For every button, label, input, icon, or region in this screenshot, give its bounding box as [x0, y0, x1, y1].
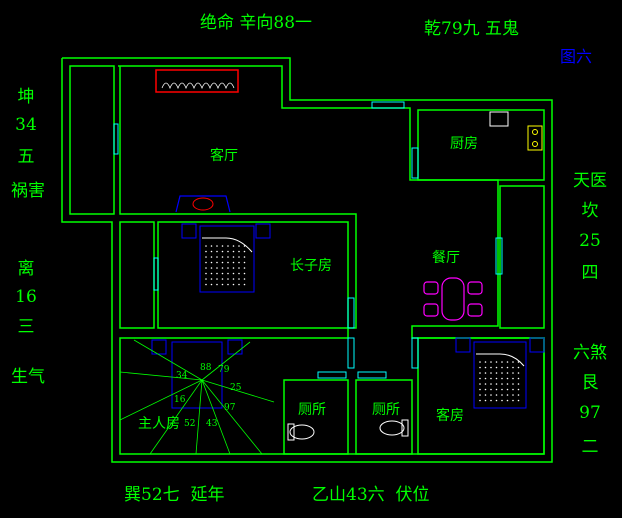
windows	[113, 101, 503, 379]
compass-number: 79	[218, 365, 230, 375]
room-label-kitchen: 厨房	[450, 136, 478, 152]
left-side-line: 34	[15, 115, 37, 135]
left-side-top: 坤 34 五 祸害	[11, 87, 45, 201]
right-side-line: 97	[579, 403, 601, 423]
sofa-icon	[155, 69, 239, 93]
right-side-bottom: 六煞 艮 97 二	[573, 343, 607, 457]
compass-number: 43	[206, 419, 218, 429]
right-side-top: 天医 坎 25 四	[573, 171, 607, 283]
room-label-living: 客厅	[210, 147, 238, 164]
compass-lines	[119, 339, 275, 455]
right-side-line: 坎	[582, 201, 599, 221]
compass-number: 88	[200, 363, 212, 373]
left-side-line: 离	[18, 259, 35, 279]
left-side-bottom: 离 16 三 生气	[11, 259, 45, 387]
compass-number: 25	[230, 383, 242, 393]
left-side-line: 五	[18, 147, 35, 167]
outer-walls	[61, 57, 553, 463]
room-label-toilet-2: 厕所	[372, 402, 400, 418]
room-label-guest: 客房	[436, 407, 464, 424]
bed-icon-guest-room	[455, 337, 545, 409]
room-label-eldest-son: 长子房	[290, 258, 332, 274]
header-right: 乾79九 五鬼	[424, 19, 519, 39]
desk-icon	[175, 195, 231, 213]
bed-dots	[205, 245, 246, 286]
right-side-line: 25	[579, 231, 601, 251]
sink-icon	[489, 111, 543, 151]
room-label-master: 主人房	[138, 416, 180, 432]
figure-label: 图六	[560, 47, 592, 66]
left-side-line: 祸害	[11, 181, 45, 201]
dining-table-icon	[423, 277, 483, 321]
header-left: 绝命 辛向88一	[200, 13, 312, 33]
toilet-icon	[287, 423, 315, 441]
left-side-line: 坤	[18, 87, 35, 107]
bed-dots	[479, 361, 520, 402]
compass-number: 52	[184, 419, 195, 429]
room-label-dining: 餐厅	[432, 250, 460, 266]
compass-number: 16	[174, 395, 186, 405]
compass-numbers: 34 88 79 16 25 52 43 97	[174, 363, 242, 429]
right-side-line: 艮	[582, 373, 599, 393]
right-side-line: 二	[582, 437, 599, 457]
left-side-line: 三	[18, 317, 35, 337]
bed-icon-eldest-son-room	[181, 223, 271, 293]
toilet-icon	[379, 419, 409, 437]
right-side-line: 四	[582, 263, 599, 283]
left-side-line: 生气	[11, 367, 45, 387]
right-side-line: 天医	[573, 171, 607, 191]
right-side-line: 六煞	[573, 343, 607, 363]
footer-right: 乙山43六 伏位	[312, 485, 429, 505]
room-label-toilet-1: 厕所	[298, 402, 326, 418]
left-side-line: 16	[15, 287, 37, 307]
footer-left: 巽52七 延年	[124, 485, 224, 505]
compass-number: 34	[176, 371, 188, 381]
compass-number: 97	[224, 403, 236, 413]
